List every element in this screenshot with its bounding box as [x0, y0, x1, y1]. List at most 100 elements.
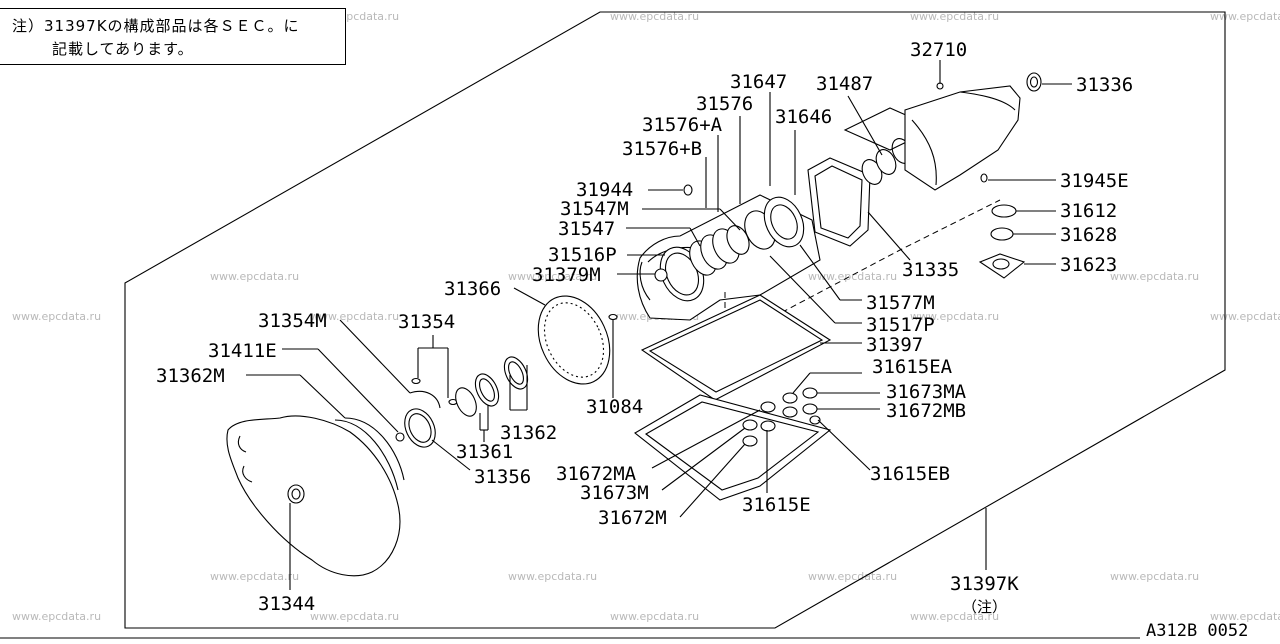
part-31623: [978, 253, 1026, 279]
watermark: www.epcdata.ru: [1110, 570, 1199, 583]
label-31547M[interactable]: 31547M: [560, 198, 629, 220]
label-32710[interactable]: 32710: [910, 39, 967, 61]
part-31354M: [409, 390, 441, 409]
note-line-1: 注）31397Kの構成部品は各ＳＥＣ。に: [12, 17, 300, 35]
label-31336[interactable]: 31336: [1076, 74, 1133, 96]
part-31362-a: [474, 373, 500, 407]
label-31576-b[interactable]: 31576+B: [622, 138, 702, 160]
label-31615E[interactable]: 31615E: [742, 494, 811, 516]
watermark: www.epcdata.ru: [1110, 270, 1199, 283]
label-31517P[interactable]: 31517P: [866, 314, 935, 336]
label-31623[interactable]: 31623: [1060, 254, 1117, 276]
watermark: www.epcdata.ru: [1210, 310, 1280, 323]
label-31354M[interactable]: 31354M: [258, 310, 327, 332]
part-31672M: [742, 435, 758, 447]
label-31615EB[interactable]: 31615EB: [870, 463, 950, 485]
label-31354[interactable]: 31354: [398, 311, 455, 333]
watermark: www.epcdata.ru: [808, 270, 897, 283]
watermark: www.epcdata.ru: [910, 310, 999, 323]
part-31336: [1026, 72, 1042, 92]
part-31672MA: [760, 401, 776, 413]
label-31615EA[interactable]: 31615EA: [872, 356, 953, 378]
part-labels: 32710 31336 31647 31487 31576 31646 3157…: [156, 39, 1248, 641]
label-31379M[interactable]: 31379M: [532, 264, 601, 286]
label-31576[interactable]: 31576: [696, 93, 753, 115]
label-31397[interactable]: 31397: [866, 334, 923, 356]
part-31356: [404, 408, 436, 448]
label-31647[interactable]: 31647: [730, 71, 787, 93]
watermark: www.epcdata.ru: [808, 570, 897, 583]
part-31615E: [760, 420, 776, 432]
part-31672MB: [802, 403, 818, 415]
label-31516P[interactable]: 31516P: [548, 244, 617, 266]
label-31397K[interactable]: 31397K: [950, 573, 1019, 595]
label-31487[interactable]: 31487: [816, 73, 873, 95]
label-31944[interactable]: 31944: [576, 179, 633, 201]
label-31335[interactable]: 31335: [902, 259, 959, 281]
watermark: www.epcdata.ru: [210, 570, 299, 583]
label-31646[interactable]: 31646: [775, 106, 832, 128]
label-31628[interactable]: 31628: [1060, 224, 1117, 246]
watermark: www.epcdata.ru: [508, 270, 597, 283]
converter-housing: [226, 415, 405, 577]
part-31397: [640, 294, 832, 401]
watermark: www.epcdata.ru: [310, 610, 399, 623]
watermark: www.epcdata.ru: [610, 610, 699, 623]
label-31366[interactable]: 31366: [444, 278, 501, 300]
part-31615EA: [782, 392, 798, 404]
part-31615EB: [809, 415, 821, 425]
part-31411E: [395, 432, 405, 442]
label-31361[interactable]: 31361: [456, 441, 513, 463]
label-31672MA[interactable]: 31672MA: [556, 463, 637, 485]
part-31379M: [654, 268, 668, 282]
note-line-2: 記載してあります。: [52, 40, 194, 58]
part-31944: [683, 184, 693, 196]
watermark: www.epcdata.ru: [508, 570, 597, 583]
watermark: www.epcdata.ru: [310, 310, 399, 323]
part-31646: [763, 196, 805, 248]
part-31366: [537, 295, 611, 385]
watermark: www.epcdata.ru: [610, 10, 699, 23]
watermark: www.epcdata.ru: [12, 610, 101, 623]
label-31411E[interactable]: 31411E: [208, 340, 277, 362]
watermark-layer: www.epcdata.ru www.epcdata.ru www.epcdat…: [12, 10, 1280, 623]
label-31612[interactable]: 31612: [1060, 200, 1117, 222]
watermark: www.epcdata.ru: [12, 310, 101, 323]
label-31672MB[interactable]: 31672MB: [886, 400, 966, 422]
label-31673MA[interactable]: 31673MA: [886, 381, 967, 403]
part-31673MA: [802, 387, 818, 399]
part-31361: [455, 387, 477, 417]
part-31487-b: [875, 149, 897, 175]
rear-extension: [904, 85, 1021, 191]
label-31547[interactable]: 31547: [558, 218, 615, 240]
label-31084[interactable]: 31084: [586, 396, 643, 418]
note-box: 注）31397Kの構成部品は各ＳＥＣ。に 記載してあります。: [0, 8, 346, 65]
label-31356[interactable]: 31356: [474, 466, 531, 488]
watermark: www.epcdata.ru: [910, 10, 999, 23]
kit-boundary: [124, 11, 1226, 629]
part-31335: [807, 157, 871, 247]
kit-note-label: （注）: [962, 598, 1007, 616]
part-31628: [990, 227, 1014, 241]
label-31362M[interactable]: 31362M: [156, 365, 225, 387]
diagram-id: A312B 0052: [1146, 621, 1248, 640]
watermark: www.epcdata.ru: [1210, 10, 1280, 23]
oil-pan: [634, 394, 832, 501]
part-31945E: [980, 173, 988, 183]
label-31673M[interactable]: 31673M: [580, 482, 649, 504]
watermark: www.epcdata.ru: [1210, 610, 1280, 623]
leader-lines: [246, 60, 1072, 590]
label-31362[interactable]: 31362: [500, 422, 557, 444]
watermark: www.epcdata.ru: [210, 270, 299, 283]
part-31612: [991, 204, 1017, 218]
label-31344[interactable]: 31344: [258, 593, 315, 615]
part-31673M: [742, 419, 758, 431]
label-31577M[interactable]: 31577M: [866, 292, 935, 314]
label-31672M[interactable]: 31672M: [598, 507, 667, 529]
watermark: www.epcdata.ru: [910, 610, 999, 623]
label-31945E[interactable]: 31945E: [1060, 170, 1129, 192]
label-31576-a[interactable]: 31576+A: [642, 114, 723, 136]
part-31084: [608, 313, 618, 321]
